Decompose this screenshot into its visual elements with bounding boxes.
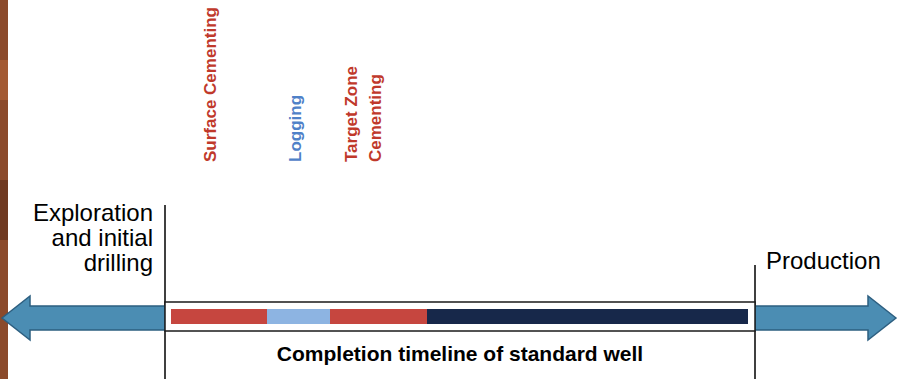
phase-after-label: Production bbox=[766, 248, 894, 273]
phase-before-label: Exploration and initial drilling bbox=[22, 200, 153, 275]
timeline-caption: Completion timeline of standard well bbox=[165, 341, 755, 367]
start-marker-line bbox=[164, 205, 166, 379]
timeline-frame bbox=[165, 302, 755, 331]
photo-strip-tone bbox=[0, 60, 8, 100]
phase-label: Surface Cementing bbox=[199, 7, 223, 162]
photo-strip-tone bbox=[0, 180, 8, 240]
phase-segment: Surface Cementing bbox=[171, 309, 267, 324]
phase-label: Target Zone Cementing bbox=[340, 50, 388, 162]
left-arrow bbox=[2, 296, 165, 340]
phase-segment: Logging bbox=[267, 309, 330, 324]
phase-segment: Target Zone Cementing bbox=[330, 309, 427, 324]
right-arrow bbox=[755, 296, 896, 340]
production-phase-bar bbox=[427, 309, 748, 324]
phase-label: Logging bbox=[284, 95, 308, 162]
